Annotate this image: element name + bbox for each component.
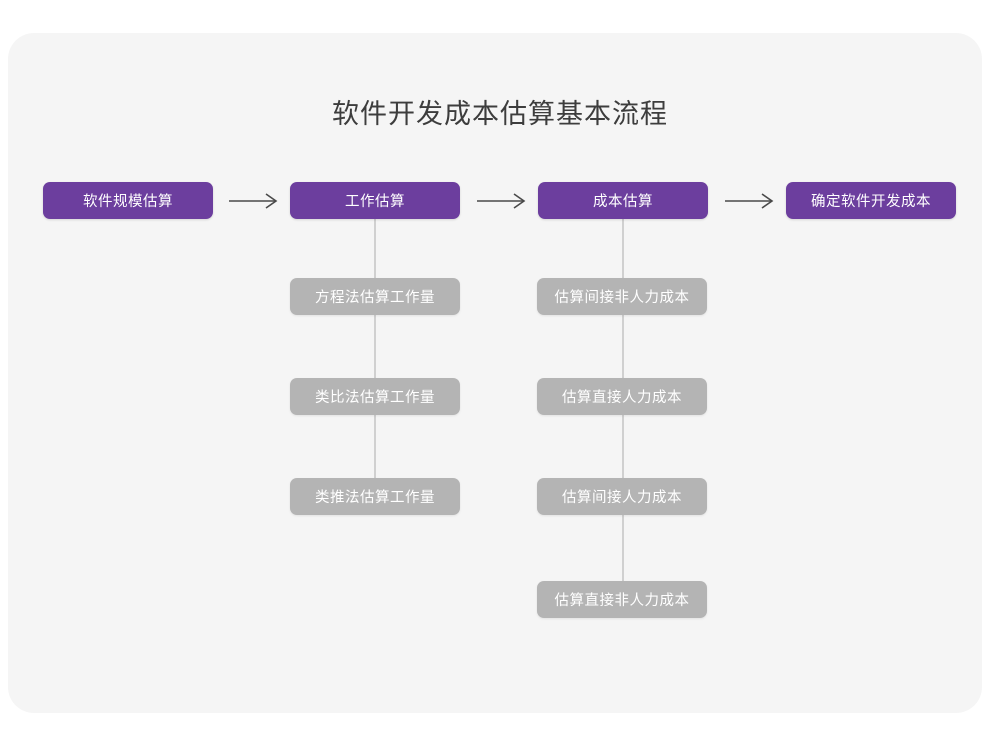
stage-node-4[interactable]: 确定软件开发成本 — [786, 182, 956, 219]
substep-node-2-3-label: 类推法估算工作量 — [315, 490, 435, 506]
substep-node-3-1-label: 估算间接非人力成本 — [554, 290, 690, 306]
arrow-stage2-to-stage3 — [476, 190, 528, 212]
substep-node-2-2-label: 类比法估算工作量 — [315, 390, 435, 406]
substep-node-3-2-label: 估算直接人力成本 — [562, 390, 682, 406]
substep-node-2-1-label: 方程法估算工作量 — [315, 290, 435, 306]
substep-node-3-3-label: 估算间接人力成本 — [562, 490, 682, 506]
page-title: 软件开发成本估算基本流程 — [332, 99, 668, 129]
substep-node-2-1[interactable]: 方程法估算工作量 — [290, 278, 460, 315]
stage-node-1[interactable]: 软件规模估算 — [43, 182, 213, 219]
stage-node-3[interactable]: 成本估算 — [538, 182, 708, 219]
stage-node-3-label: 成本估算 — [593, 194, 653, 210]
substep-node-2-2[interactable]: 类比法估算工作量 — [290, 378, 460, 415]
substep-node-3-2[interactable]: 估算直接人力成本 — [537, 378, 707, 415]
stage-node-1-label: 软件规模估算 — [83, 194, 173, 210]
stage-node-4-label: 确定软件开发成本 — [811, 194, 931, 210]
substep-node-2-3[interactable]: 类推法估算工作量 — [290, 478, 460, 515]
diagram-card — [8, 33, 982, 713]
substep-node-3-1[interactable]: 估算间接非人力成本 — [537, 278, 707, 315]
substep-node-3-4[interactable]: 估算直接非人力成本 — [537, 581, 707, 618]
substep-node-3-4-label: 估算直接非人力成本 — [554, 593, 690, 609]
stage-node-2-label: 工作估算 — [345, 194, 405, 210]
arrow-stage1-to-stage2 — [228, 190, 280, 212]
connector-line-stage-2 — [374, 219, 376, 499]
arrow-stage3-to-stage4 — [724, 190, 776, 212]
stage-node-2[interactable]: 工作估算 — [290, 182, 460, 219]
substep-node-3-3[interactable]: 估算间接人力成本 — [537, 478, 707, 515]
